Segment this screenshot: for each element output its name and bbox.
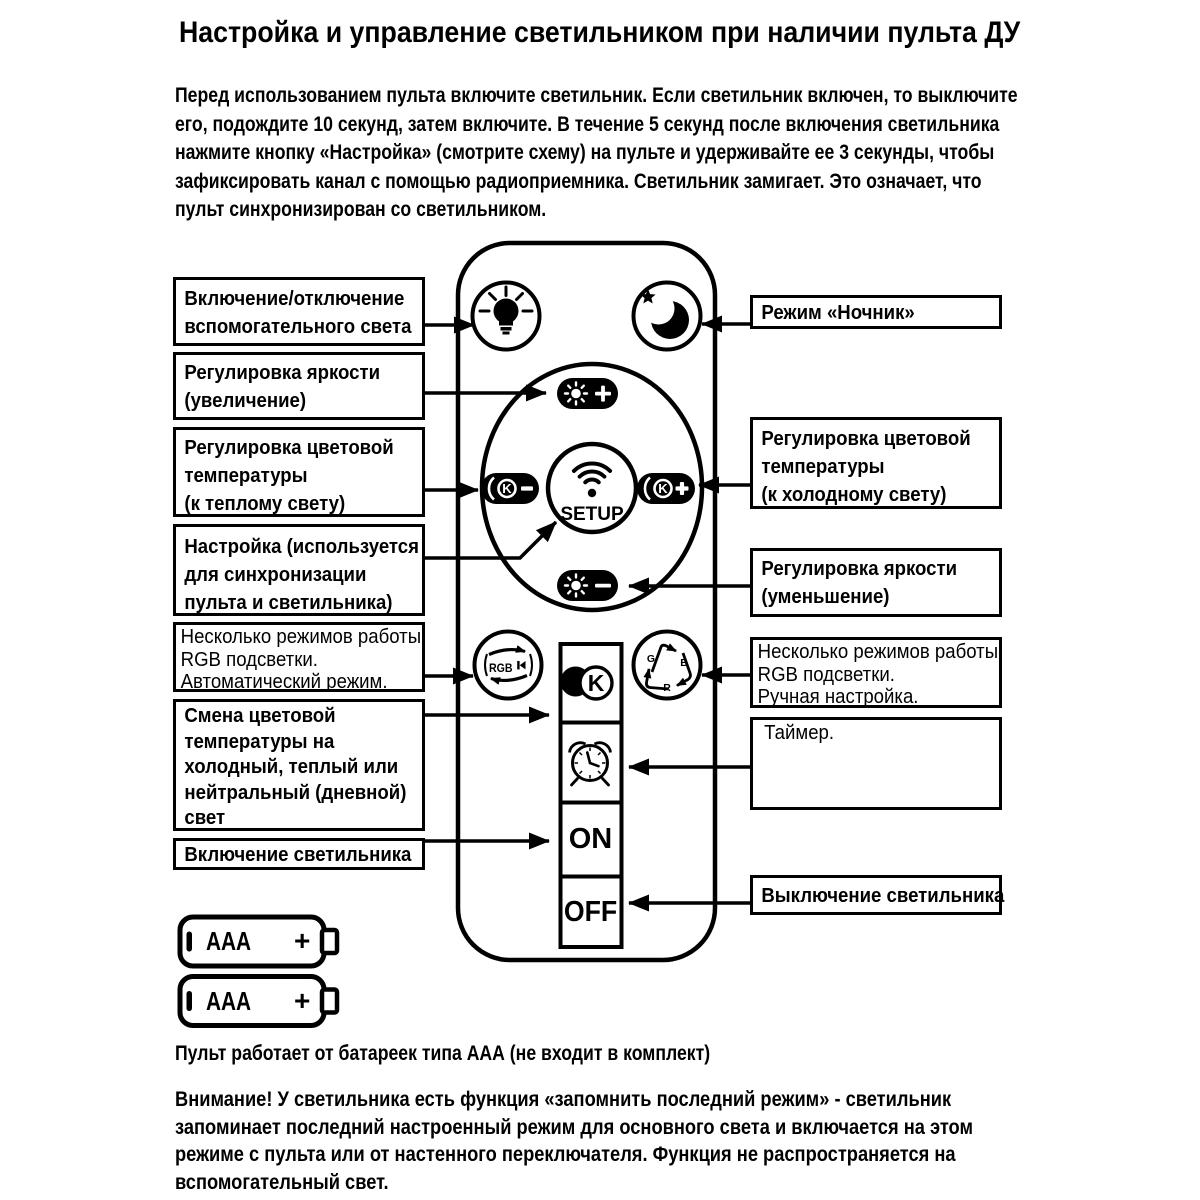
page-title: Настройка и управление светильником при … xyxy=(179,16,1021,49)
cold-light-button xyxy=(637,473,695,504)
k-plus-icon xyxy=(643,476,689,501)
callout-rgb-manual: Несколько режимов работы RGB подсветки. … xyxy=(750,637,1002,708)
callout-light-off: Выключение светильника xyxy=(750,875,1004,915)
night-mode-button xyxy=(631,280,703,352)
callout-night-mode: Режим «Ночник» xyxy=(750,295,1002,329)
callout-warm-light: Регулировка цветовой температуры (к тепл… xyxy=(173,427,425,517)
on-button-label: ON xyxy=(568,823,613,855)
arrow-setup xyxy=(425,520,558,560)
recycle-letter-r: R xyxy=(663,682,671,694)
aux-light-button xyxy=(470,280,542,352)
setup-button xyxy=(545,441,639,535)
cct-button-letter: K xyxy=(587,669,605,696)
star-icon xyxy=(640,289,656,304)
callout-brightness-up: Регулировка яркости (увеличение) xyxy=(173,352,425,420)
battery-2-plus: + xyxy=(294,984,311,1016)
rgb-manual-button xyxy=(631,629,703,701)
callout-light-on: Включение светильника xyxy=(173,838,425,870)
k-minus-letter: K xyxy=(502,481,512,496)
k-plus-letter: K xyxy=(658,481,668,496)
battery-2-type: AAA xyxy=(206,985,252,1016)
brightness-up-button xyxy=(557,378,618,409)
moon-icon xyxy=(640,289,689,339)
rgb-mode-button xyxy=(472,629,544,701)
warm-light-button xyxy=(481,473,539,504)
setup-label: SETUP xyxy=(560,504,624,525)
callout-timer: Таймер. xyxy=(750,717,1002,810)
arrows xyxy=(425,315,750,912)
callout-aux-light: Включение/отключение вспомогательного св… xyxy=(173,277,425,346)
recycle-letter-b: B xyxy=(680,657,688,669)
rgb-cycle-icon xyxy=(484,645,533,685)
battery-1-type: AAA xyxy=(206,926,252,956)
recycle-icon xyxy=(643,643,692,691)
callout-setup: Настройка (используется для синхронизаци… xyxy=(173,524,425,616)
battery-minus-mark xyxy=(186,931,192,952)
k-minus-icon xyxy=(487,476,533,501)
button-strip xyxy=(558,642,624,949)
callout-brightness-down: Регулировка яркости (уменьшение) xyxy=(750,548,1002,617)
recycle-letter-g: G xyxy=(646,653,656,665)
battery-1 xyxy=(177,914,340,969)
sun-minus-icon xyxy=(563,573,611,598)
rgb-button-label: RGB xyxy=(489,663,513,675)
bulb-icon xyxy=(478,285,534,335)
battery-minus-mark xyxy=(186,991,192,1011)
battery-2 xyxy=(177,974,340,1028)
cct-button xyxy=(560,665,614,701)
off-button-label: OFF xyxy=(563,896,618,928)
sun-plus-icon xyxy=(563,381,611,406)
battery-1-plus: + xyxy=(294,925,311,956)
callout-rgb-auto: Несколько режимов работы RGB подсветки. … xyxy=(173,622,425,693)
callout-cct-change: Смена цветовой температуры на холодный, … xyxy=(173,699,425,831)
warning-paragraph: Внимание! У светильника есть функция «за… xyxy=(175,1087,973,1194)
timer-button xyxy=(568,741,612,787)
battery-caption: Пульт работает от батареек типа ААА (не … xyxy=(175,1042,711,1065)
callout-cold-light: Регулировка цветовой температуры (к холо… xyxy=(750,417,1002,509)
intro-paragraph: Перед использованием пульта включите све… xyxy=(175,84,1018,221)
wifi-icon xyxy=(571,461,613,498)
brightness-down-button xyxy=(557,570,618,601)
